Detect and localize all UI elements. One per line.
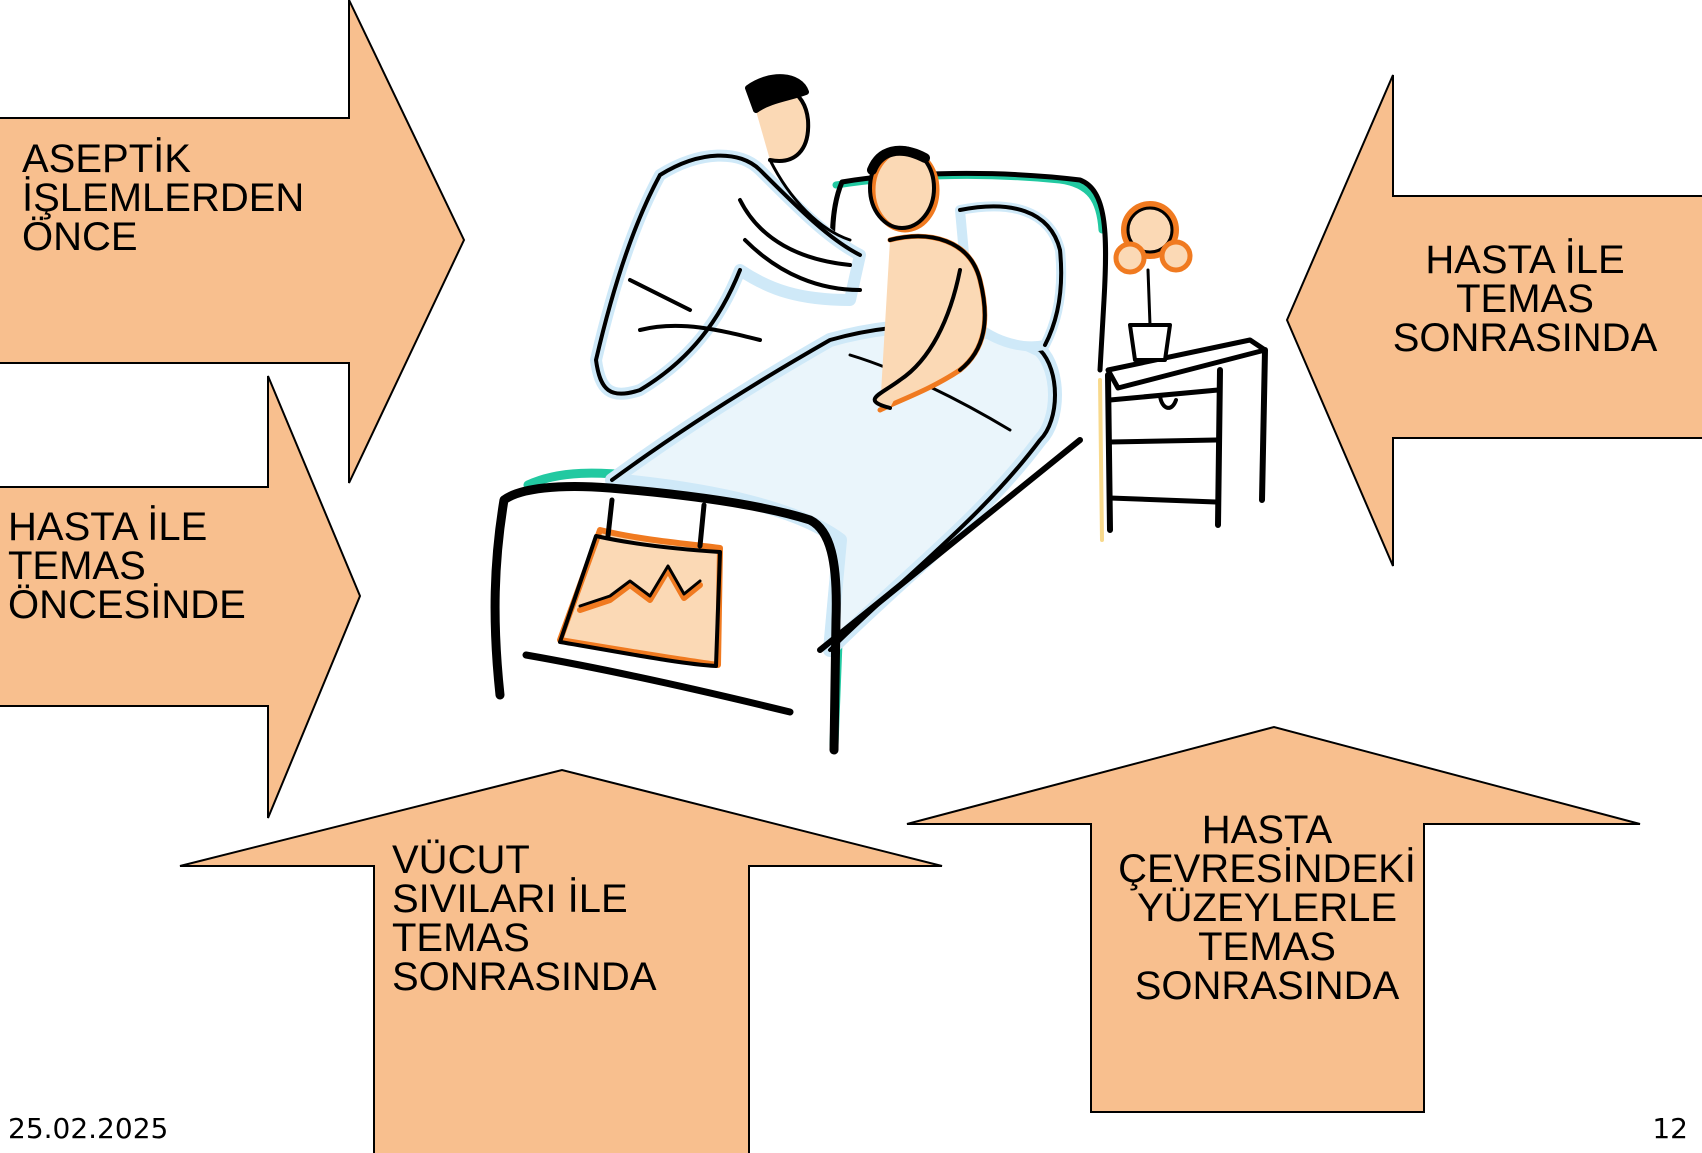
label-body-fluids: VÜCUT SIVILARI İLE TEMAS SONRASINDA [392, 838, 657, 999]
arrow-before-contact [0, 375, 362, 819]
footer-date: 25.02.2025 [8, 1112, 169, 1145]
label-surroundings: HASTA ÇEVRESİNDEKİ YÜZEYLERLE TEMAS SONR… [1082, 808, 1452, 1008]
label-line: TEMAS [1456, 277, 1594, 321]
arrow-aseptic [0, 0, 466, 484]
label-line: YÜZEYLERLE [1136, 886, 1398, 930]
page-number: 12 [1652, 1112, 1688, 1145]
doctor-examining-patient-in-bed-icon [490, 74, 1268, 755]
label-line: SIVILARI İLE [392, 877, 628, 921]
label-line: ÖNCESİNDE [8, 583, 246, 627]
arrow-after-contact [1285, 74, 1702, 567]
label-line: SONRASINDA [392, 955, 657, 999]
label-before-contact: HASTA İLE TEMAS ÖNCESİNDE [8, 505, 246, 627]
label-line: TEMAS [8, 544, 146, 588]
label-line: ASEPTİK [22, 137, 191, 181]
label-after-contact: HASTA İLE TEMAS SONRASINDA [1360, 238, 1690, 360]
label-line: SONRASINDA [1392, 316, 1658, 360]
label-line: ÖNCE [22, 215, 138, 259]
arrow-body-fluids [179, 768, 943, 1153]
label-line: SONRASINDA [1134, 964, 1400, 1008]
arrow-surroundings [906, 725, 1641, 1113]
label-line: TEMAS [1198, 925, 1336, 969]
label-line: VÜCUT [392, 838, 530, 882]
label-aseptic: ASEPTİK İŞLEMLERDEN ÖNCE [22, 137, 305, 259]
label-line: HASTA İLE [8, 505, 208, 549]
label-line: HASTA [1201, 808, 1333, 852]
label-line: İŞLEMLERDEN [22, 176, 305, 220]
label-line: HASTA İLE [1425, 238, 1625, 282]
label-line: TEMAS [392, 916, 530, 960]
label-line: ÇEVRESİNDEKİ [1118, 847, 1416, 891]
